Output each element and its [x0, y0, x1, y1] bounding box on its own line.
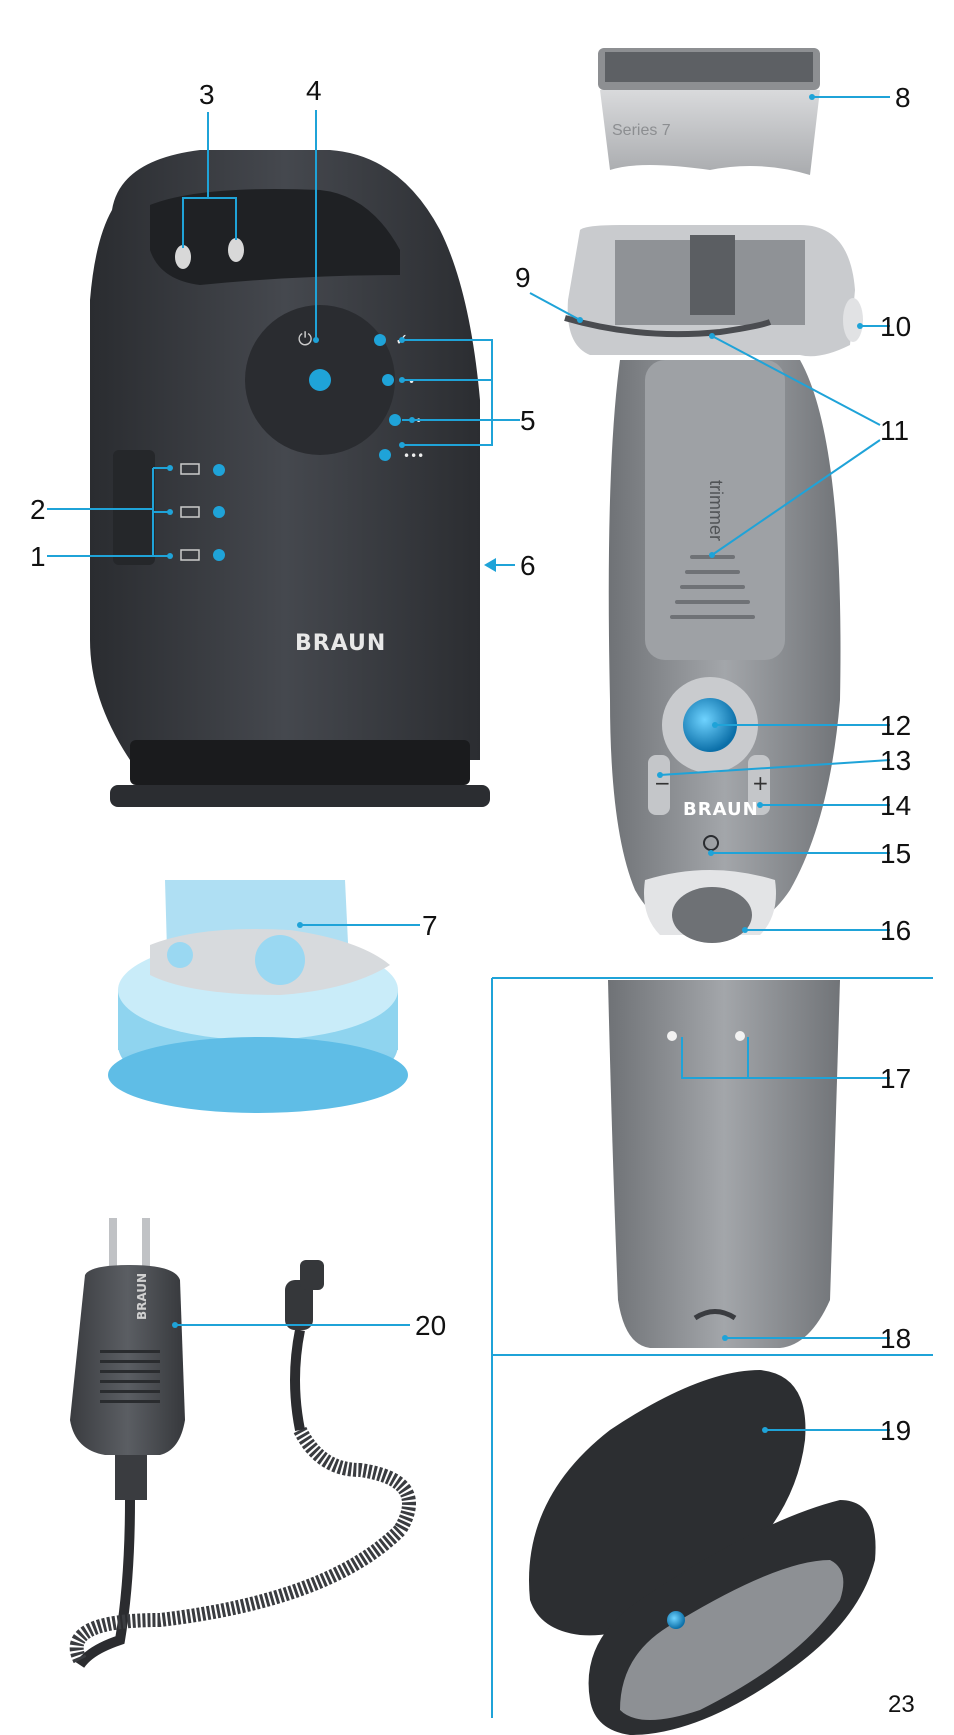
callout-7: 7 [422, 910, 438, 941]
callout-17: 17 [880, 1063, 911, 1094]
callout-12: 12 [880, 710, 911, 741]
station-contacts [175, 238, 244, 269]
station-brand-logo: BRAUN [295, 631, 386, 656]
svg-text:•: • [408, 375, 415, 389]
callout-1: 1 [30, 541, 46, 572]
base-socket [672, 887, 752, 943]
foil-cassette: Series 7 [598, 48, 820, 175]
plus-button[interactable] [748, 755, 770, 815]
callout-11: 11 [880, 415, 909, 446]
cassette-release-button-right[interactable] [843, 298, 863, 342]
callout-4: 4 [306, 75, 322, 106]
callout-16: 16 [880, 915, 911, 946]
case-shaver-button [667, 1611, 685, 1629]
power-icon: ⏻ [298, 329, 312, 350]
callout-numbers: 1 2 3 4 5 6 7 8 9 10 11 12 13 14 15 16 1… [30, 75, 911, 1446]
fluid-level-lights [113, 450, 225, 565]
travel-case [529, 1370, 876, 1735]
callout-3: 3 [199, 79, 215, 110]
shaver: Series 7 trimmer − + BRAUN [564, 48, 863, 943]
charger-brand-logo: BRAUN [135, 1273, 149, 1320]
callout-leaders [47, 94, 891, 1433]
callout-14: 14 [880, 790, 911, 821]
cleaning-station: ⏻ ✓ • •• ••• BRAUN [90, 150, 490, 807]
shaving-head [564, 225, 863, 357]
callout-15: 15 [880, 838, 911, 869]
page-number: 23 [888, 1691, 915, 1718]
callout-20: 20 [415, 1310, 446, 1341]
callout-2: 2 [30, 494, 46, 525]
callout-10: 10 [880, 311, 911, 342]
trimmer-label: trimmer [706, 480, 726, 541]
callout-18: 18 [880, 1323, 911, 1354]
foil-series-label: Series 7 [612, 122, 671, 139]
charger: BRAUN [69, 1218, 416, 1669]
callout-9: 9 [515, 262, 531, 293]
callout-13: 13 [880, 745, 911, 776]
callout-8: 8 [895, 82, 911, 113]
cleaning-cartridge [108, 880, 408, 1113]
shaver-brand-logo: BRAUN [683, 799, 759, 820]
callout-19: 19 [880, 1415, 911, 1446]
on-off-button[interactable] [683, 698, 737, 752]
svg-text:•••: ••• [403, 449, 424, 463]
rear-view-panel [491, 977, 933, 1718]
callout-5: 5 [520, 405, 536, 436]
station-power-button[interactable] [309, 369, 331, 391]
svg-text:+: + [752, 771, 769, 795]
minus-button[interactable] [648, 755, 670, 815]
callout-6: 6 [520, 550, 536, 581]
